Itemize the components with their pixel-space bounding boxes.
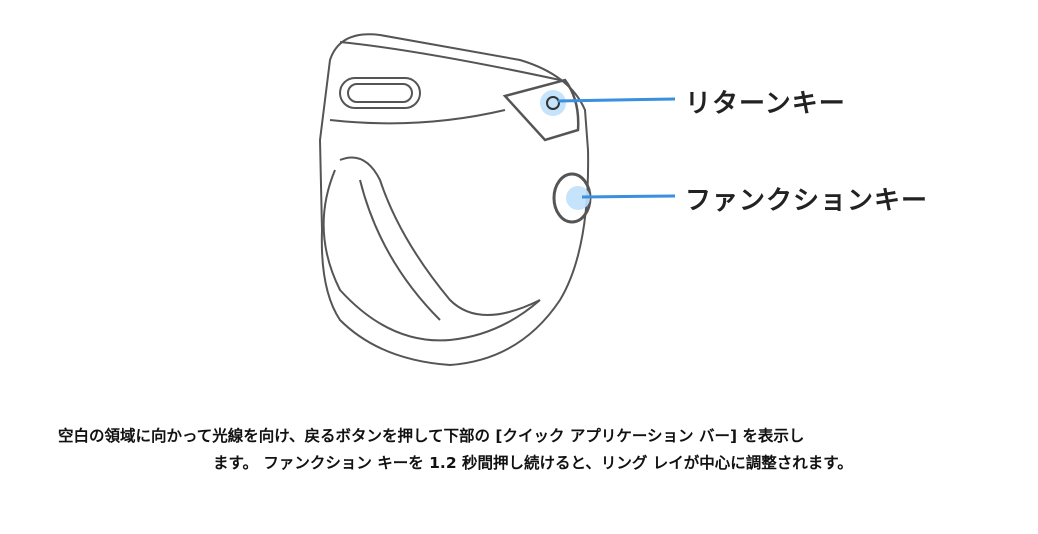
return-key-highlight: [540, 90, 676, 116]
caption-line-2: ます。 ファンクション キーを 1.2 秒間押し続けると、リング レイが中心に調…: [213, 454, 853, 472]
function-key-label: ファンクションキー: [685, 186, 929, 216]
ring-body: [318, 33, 590, 367]
return-key-label: リターンキー: [685, 89, 846, 119]
return-key: [502, 78, 580, 142]
function-key-highlight: [566, 186, 676, 210]
touch-slot: [339, 77, 421, 109]
caption-line-1: 空白の領域に向かって光線を向け、戻るボタンを押して下部の [クイック アプリケー…: [58, 427, 805, 445]
